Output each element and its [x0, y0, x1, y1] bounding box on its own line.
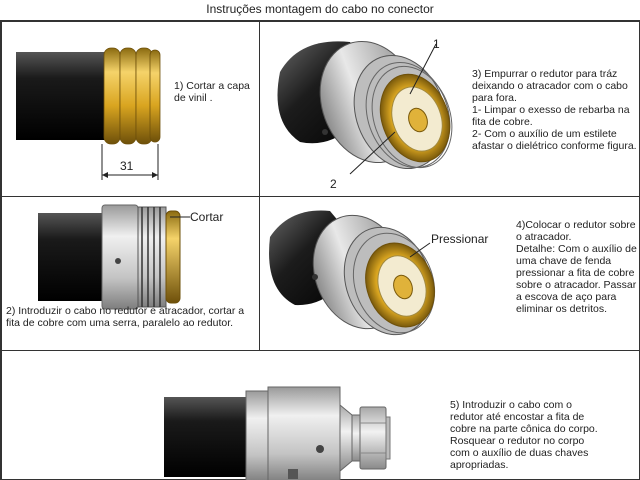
step2-cable-illustration: Cortar — [38, 204, 223, 310]
step4-connector-illustration: Pressionar — [269, 210, 488, 336]
dimension-label: 31 — [120, 159, 134, 173]
marker-1: 1 — [433, 37, 440, 51]
step4-panel: Pressionar 4)Colocar o redutor sobre o a… — [259, 196, 640, 351]
step1-cable-illustration: 31 — [16, 47, 161, 180]
step3-panel: 1 2 3) Empurrar o redutor para tráz deix… — [259, 21, 640, 197]
step3-line-3: 2- Com o auxílio de um estilete afastar … — [472, 128, 637, 152]
inner-conductor — [393, 274, 413, 300]
step1-text: 1) Cortar a capa de vinil . — [174, 80, 250, 104]
cut-label: Cortar — [190, 210, 223, 224]
copper-ridge-4 — [149, 49, 161, 143]
hex-nut — [359, 406, 387, 470]
marker-2: 2 — [330, 177, 337, 191]
step2-panel: Cortar 2) Introduzir o cabo no redutor e… — [1, 196, 260, 351]
vinyl-jacket — [164, 397, 250, 477]
step3-line-2: 1- Limpar o exesso de rebarba na fita de… — [472, 104, 630, 128]
step4-line-2: Detalhe: Com o auxílio de uma chave de f… — [516, 243, 637, 315]
step1-panel: 31 1) Cortar a capa de vinil . — [1, 21, 260, 197]
reducer-body — [245, 390, 269, 480]
step3-connector-illustration: 1 2 — [277, 37, 453, 191]
instructions-frame: 31 1) Cortar a capa de vinil . — [0, 20, 640, 480]
step3-text: 3) Empurrar o redutor para tráz deixando… — [472, 68, 638, 152]
vinyl-jacket — [38, 213, 108, 301]
step4-line-1: 4)Colocar o redutor sobre o atracador. — [516, 219, 636, 243]
step5-assembly-illustration — [164, 386, 391, 480]
page-title: Instruções montagem do cabo no conector — [206, 2, 434, 16]
vinyl-jacket — [16, 52, 106, 140]
step2-text: 2) Introduzir o cabo no redutor e atraca… — [6, 305, 245, 329]
copper-ridge-2 — [119, 47, 137, 145]
connector-body — [267, 386, 341, 480]
inner-conductor — [408, 107, 428, 133]
step4-text: 4)Colocar o redutor sobre o atracador. D… — [516, 219, 640, 315]
step3-line-1: 3) Empurrar o redutor para tráz deixando… — [472, 68, 628, 104]
step5-panel: 5) Introduzir o cabo com o redutor até e… — [1, 350, 640, 480]
reducer-body — [101, 204, 139, 310]
step5-text: 5) Introduzir o cabo com o redutor até e… — [450, 399, 598, 471]
copper-tape — [165, 210, 181, 304]
conical-part — [339, 403, 353, 473]
copper-ridge-1 — [103, 47, 121, 145]
press-label: Pressionar — [431, 232, 488, 246]
